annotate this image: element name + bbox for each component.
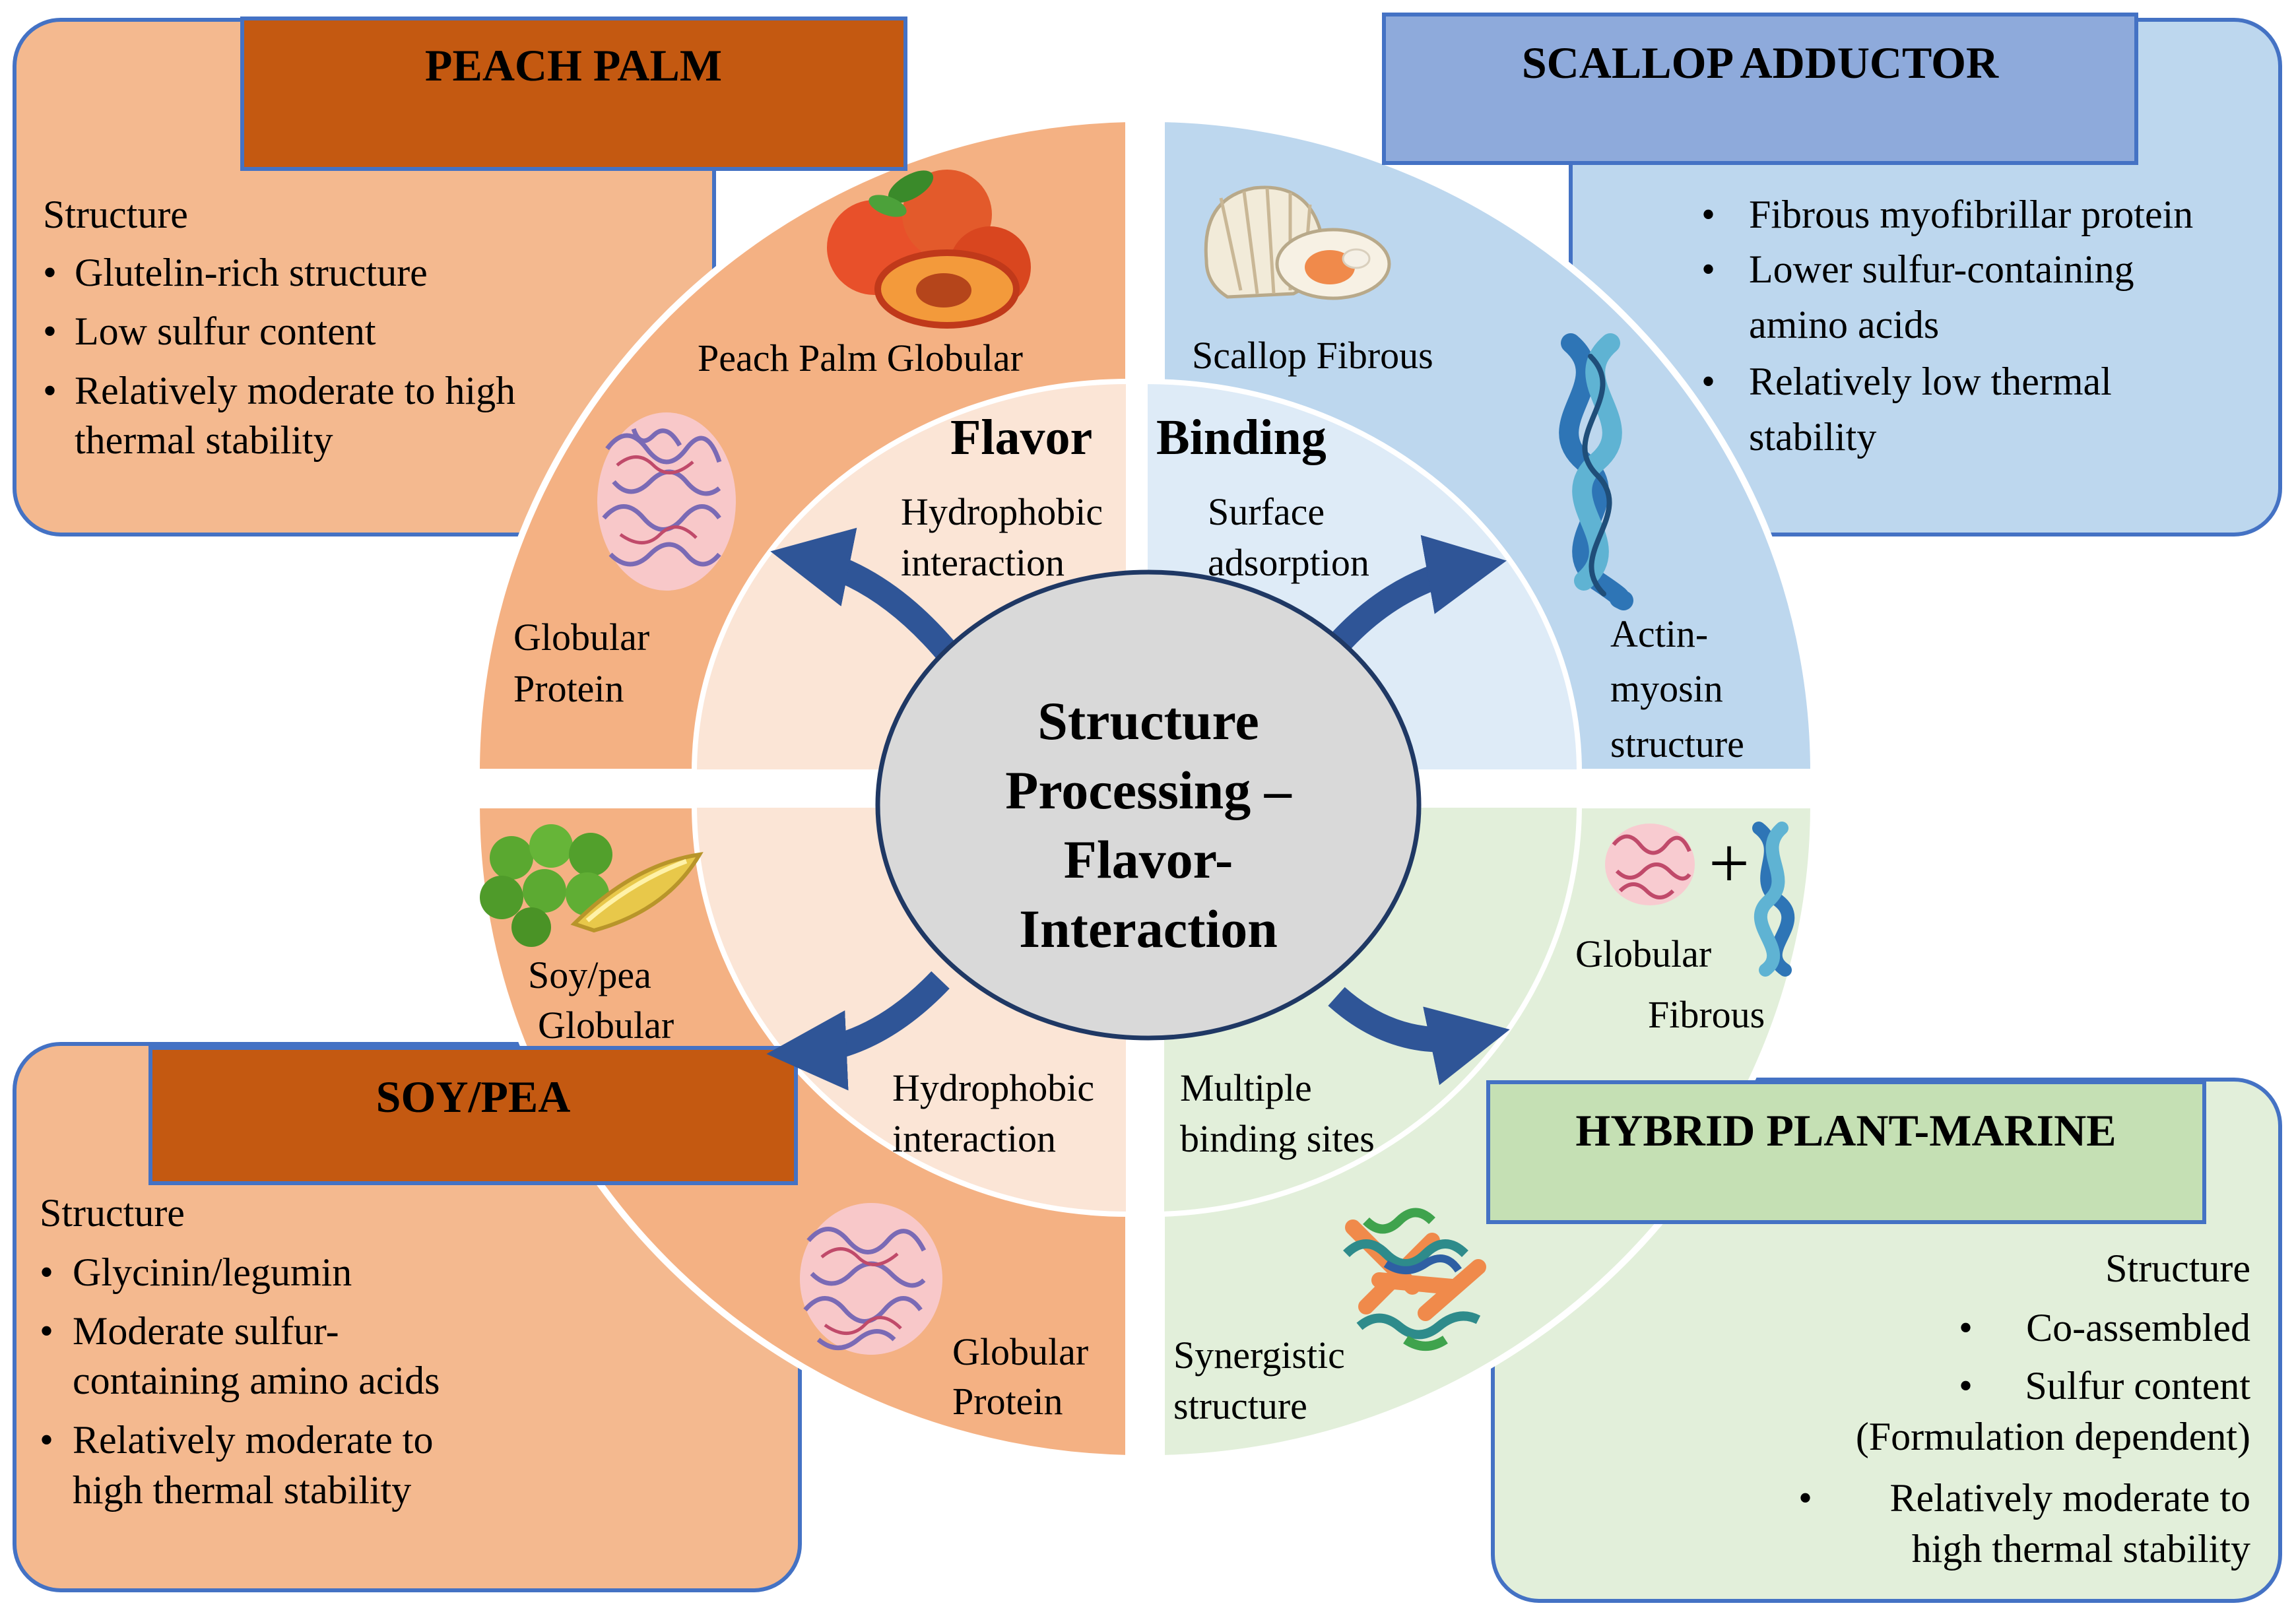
center-line-1: Structure xyxy=(1037,691,1259,751)
inner-labels: Flavor Binding Hydrophobic interaction S… xyxy=(892,410,1375,1160)
svg-text:•: • xyxy=(43,309,57,353)
peach-palm-body: Structure • Glutelin-rich structure • Lo… xyxy=(43,193,515,462)
scallop-title: SCALLOP ADDUCTOR xyxy=(1522,38,1999,88)
svg-text:•: • xyxy=(1798,1476,1812,1520)
soy-pea-bullet-1: Glycinin/legumin xyxy=(73,1250,352,1294)
arrow-to-bl xyxy=(766,971,950,1091)
globular-protein-tl-2: Protein xyxy=(513,667,624,710)
center-line-4: Interaction xyxy=(1019,899,1278,959)
svg-text:•: • xyxy=(40,1309,53,1353)
hybrid-globular-label: Globular xyxy=(1575,932,1711,975)
bl-interaction-2: interaction xyxy=(892,1117,1056,1160)
synergistic-2: structure xyxy=(1173,1384,1307,1427)
soy-pea-globular-2: Globular xyxy=(538,1004,674,1047)
actin-myosin-1: Actin- xyxy=(1610,612,1708,655)
hybrid-bullet-2b: (Formulation dependent) xyxy=(1856,1415,2250,1458)
hybrid-fibrous-label: Fibrous xyxy=(1648,993,1765,1036)
svg-text:•: • xyxy=(43,251,57,294)
scallop-shell-icon xyxy=(1204,185,1391,300)
globular-protein-bl-1: Globular xyxy=(952,1330,1088,1373)
center-node: Structure Processing – Flavor- Interacti… xyxy=(875,569,1422,1041)
soy-pea-bullet-3a: Relatively moderate to xyxy=(73,1418,433,1462)
peach-palm-bullet-1: Glutelin-rich structure xyxy=(75,251,428,294)
hybrid-body: Structure • Co-assembled • Sulfur conten… xyxy=(1798,1247,2250,1571)
tr-interaction-1: Surface xyxy=(1208,490,1325,533)
svg-text:•: • xyxy=(1959,1364,1973,1408)
scallop-bullet-2a: Lower sulfur-containing xyxy=(1749,247,2134,291)
flavor-title: Flavor xyxy=(950,410,1092,465)
hybrid-bullet-1: Co-assembled xyxy=(2026,1306,2250,1349)
br-interaction-1: Multiple xyxy=(1180,1066,1312,1109)
globular-protein-icon xyxy=(597,412,736,591)
plus-icon: + xyxy=(1709,823,1750,903)
svg-text:•: • xyxy=(1701,247,1715,291)
globular-protein-bl-icon xyxy=(800,1203,942,1355)
header-peach-palm: PEACH PALM xyxy=(240,16,907,171)
scallop-bullet-3b: stability xyxy=(1749,415,1876,459)
ring-labels: Peach Palm Globular Scallop Fibrous Glob… xyxy=(513,334,1765,1427)
tr-interaction-2: adsorption xyxy=(1208,541,1369,584)
peas-pod-icon xyxy=(480,824,704,947)
soy-pea-bullet-2a: Moderate sulfur- xyxy=(73,1309,339,1353)
peach-palm-bullet-3b: thermal stability xyxy=(75,418,333,462)
peach-palm-bullet-2: Low sulfur content xyxy=(75,309,376,353)
svg-text:•: • xyxy=(1701,193,1715,236)
peach-fruit-icon xyxy=(827,170,1031,329)
bl-interaction-1: Hydrophobic xyxy=(892,1066,1094,1109)
scallop-fibrous-label: Scallop Fibrous xyxy=(1192,334,1433,377)
svg-text:•: • xyxy=(1959,1306,1973,1349)
header-hybrid: HYBRID PLANT-MARINE xyxy=(1486,1080,2206,1224)
br-interaction-2: binding sites xyxy=(1180,1117,1375,1160)
peach-palm-globular-label: Peach Palm Globular xyxy=(698,337,1023,379)
tl-interaction-1: Hydrophobic xyxy=(901,490,1103,533)
hybrid-bullet-2a: Sulfur content xyxy=(2025,1364,2250,1408)
actin-myosin-2: myosin xyxy=(1610,667,1723,710)
scallop-bullet-2b: amino acids xyxy=(1749,303,1939,346)
hybrid-globular-fibrous-icon: + xyxy=(1605,822,1795,977)
hybrid-title: HYBRID PLANT-MARINE xyxy=(1575,1105,2116,1155)
scallop-body: • Fibrous myofibrillar protein • Lower s… xyxy=(1701,193,2193,459)
header-scallop: SCALLOP ADDUCTOR xyxy=(1382,13,2138,165)
binding-title: Binding xyxy=(1156,410,1327,465)
actin-myosin-3: structure xyxy=(1610,723,1744,765)
synergistic-1: Synergistic xyxy=(1173,1334,1345,1377)
peach-palm-heading: Structure xyxy=(43,193,188,236)
svg-text:•: • xyxy=(40,1418,53,1462)
arrow-to-br xyxy=(1328,987,1510,1086)
tl-interaction-2: interaction xyxy=(901,541,1065,584)
peach-palm-bullet-3a: Relatively moderate to high xyxy=(75,369,515,412)
svg-text:•: • xyxy=(1701,360,1715,403)
soy-pea-body: Structure • Glycinin/legumin • Moderate … xyxy=(40,1191,440,1512)
soy-pea-title: SOY/PEA xyxy=(376,1072,571,1122)
soy-pea-heading: Structure xyxy=(40,1191,185,1235)
soy-pea-bullet-2b: containing amino acids xyxy=(73,1359,440,1402)
soy-pea-bullet-3b: high thermal stability xyxy=(73,1468,411,1512)
scallop-bullet-3a: Relatively low thermal xyxy=(1749,360,2112,403)
scallop-bullet-1: Fibrous myofibrillar protein xyxy=(1749,193,2193,236)
peach-palm-title: PEACH PALM xyxy=(425,40,722,90)
hybrid-bullet-3a: Relatively moderate to xyxy=(1890,1476,2250,1520)
hybrid-heading: Structure xyxy=(2105,1247,2250,1290)
hybrid-protein-icon xyxy=(1343,1208,1486,1351)
center-line-2: Processing – xyxy=(1005,760,1292,820)
hybrid-bullet-3b: high thermal stability xyxy=(1912,1527,2250,1571)
globular-protein-bl-2: Protein xyxy=(952,1380,1063,1423)
svg-text:•: • xyxy=(40,1250,53,1294)
svg-text:•: • xyxy=(43,369,57,412)
header-soy-pea: SOY/PEA xyxy=(148,1046,798,1185)
center-line-3: Flavor- xyxy=(1064,829,1233,890)
globular-protein-tl-1: Globular xyxy=(513,616,649,659)
arrows xyxy=(766,527,1510,1091)
arrow-to-tr xyxy=(1323,535,1507,659)
arrow-to-tl xyxy=(770,527,964,668)
fibrous-helix-icon xyxy=(1559,333,1633,610)
soy-pea-globular-1: Soy/pea xyxy=(528,954,651,996)
